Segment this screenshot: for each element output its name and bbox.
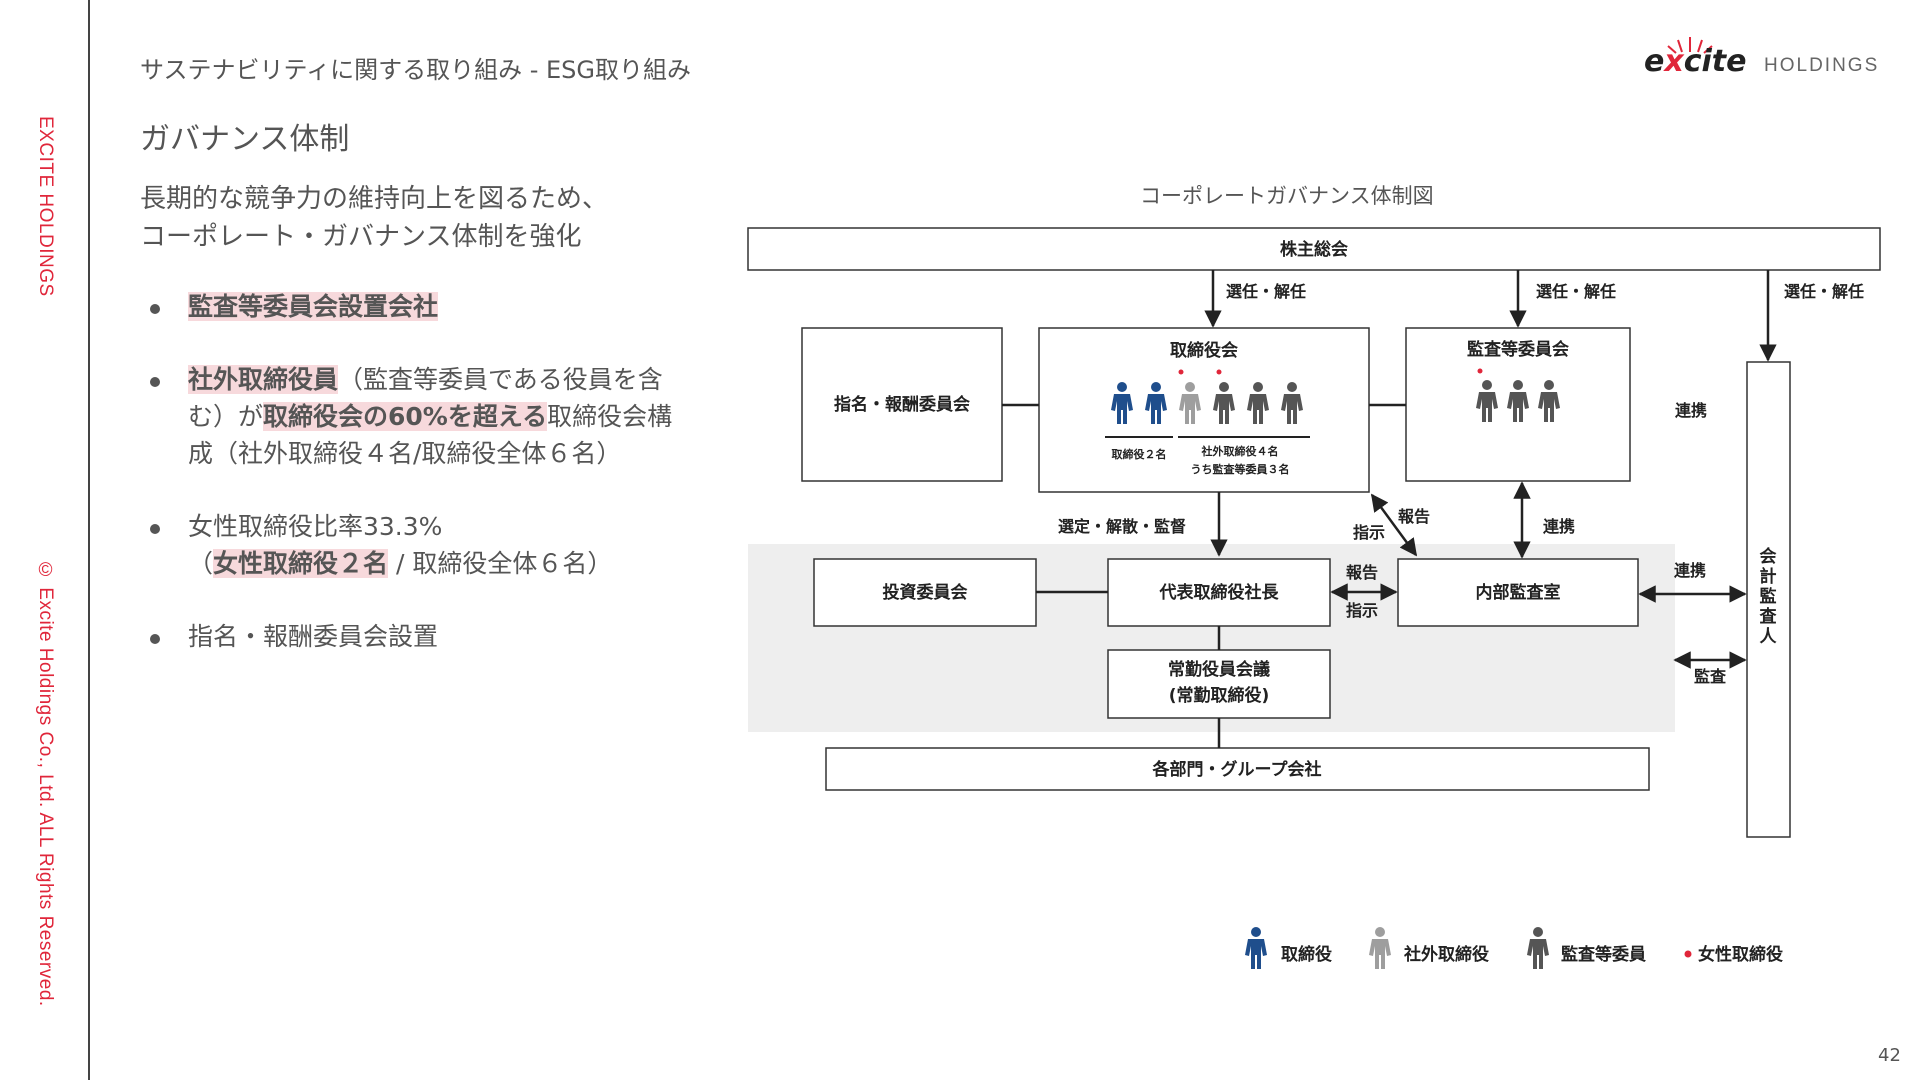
company-logo: excite HOLDINGS — [1640, 37, 1880, 90]
bullet-text: （ — [188, 549, 214, 578]
president-label: 代表取締役社長 — [1159, 582, 1280, 603]
audit-committee-label: 監査等委員会 — [1467, 339, 1569, 360]
sidebar-copyright: © Excite Holdings Co., Ltd. ALL Rights R… — [35, 560, 56, 1007]
bullet-dot-icon — [150, 377, 160, 387]
board-directors-label: 取締役２名 — [1112, 447, 1167, 461]
audit-committee-members — [1476, 368, 1560, 422]
logo-cite: cite — [1683, 44, 1747, 79]
female-marker-icon — [1178, 369, 1184, 375]
legend: 取締役 社外取締役 監査等委員 女性取締役 — [1245, 927, 1783, 969]
bullet-dot-icon — [150, 524, 160, 534]
sidebar-divider — [88, 0, 90, 1080]
nomination-committee-label: 指名・報酬委員会 — [834, 394, 970, 415]
auditor-char-3: 監 — [1760, 586, 1777, 607]
bullet-audit-committee: 監査等委員会設置会社 — [148, 288, 678, 325]
legend-director-icon — [1245, 927, 1267, 969]
bullet-text: 取締役会構成（社外取締役４名/取締役全体６名） — [188, 402, 673, 468]
bullet-text: 女性取締役比率33.3% — [188, 512, 443, 541]
departments-box — [825, 747, 1650, 791]
shiji-label-2: 指示 — [1346, 601, 1378, 620]
page-number: 42 — [1878, 1045, 1901, 1066]
bullet-highlight: 社外取締役員 — [188, 365, 339, 394]
board-members: 取締役２名 社外取締役４名 うち監査等委員３名 — [1105, 369, 1310, 476]
breadcrumb: サステナビリティに関する取り組み - ESG取り組み — [140, 56, 691, 84]
bullet-highlight: 監査等委員会設置会社 — [188, 292, 439, 321]
board-outside-sub-label: うち監査等委員３名 — [1191, 462, 1290, 476]
auditor-char-2: 計 — [1760, 566, 1777, 587]
bullet-text: 指名・報酬委員会設置 — [188, 622, 439, 651]
houkoku-label-1: 報告 — [1398, 507, 1430, 526]
legend-outside-label: 社外取締役 — [1403, 944, 1489, 965]
auditor-char-5: 人 — [1760, 627, 1778, 647]
auditor-char-1: 会 — [1760, 546, 1777, 567]
exec-meeting-label-2: (常勤取締役) — [1169, 685, 1270, 706]
shareholders-box — [747, 227, 1881, 271]
logo-sparks-icon — [1667, 37, 1713, 54]
bullet-dot-icon — [150, 304, 160, 314]
diagram-title: コーポレートガバナンス体制図 — [1140, 184, 1434, 208]
board-outside-label: 社外取締役４名 — [1201, 444, 1279, 458]
female-marker-icon — [1216, 369, 1222, 375]
bullet-text: / 取締役全体６名） — [388, 549, 613, 578]
bullet-nomination-committee: 指名・報酬委員会設置 — [148, 618, 678, 655]
bullet-female-ratio: 女性取締役比率33.3% （女性取締役２名 / 取締役全体６名） — [148, 508, 678, 582]
elect-label-1: 選任・解任 — [1226, 282, 1306, 301]
investment-committee-label: 投資委員会 — [883, 582, 968, 603]
lead-line-1: 長期的な競争力の維持向上を図るため、 — [140, 184, 609, 214]
legend-director-label: 取締役 — [1281, 944, 1332, 965]
internal-audit-label: 内部監査室 — [1476, 582, 1561, 603]
bullet-outside-directors: 社外取締役員（監査等委員である役員を含む）が取締役会の60%を超える取締役会構成… — [148, 361, 678, 472]
logo-e: e — [1644, 44, 1665, 79]
bullet-highlight: 女性取締役２名 — [213, 549, 389, 578]
appoint-label: 選定・解散・監督 — [1058, 517, 1186, 536]
governance-bullets: 監査等委員会設置会社 社外取締役員（監査等委員である役員を含む）が取締役会の60… — [148, 288, 678, 655]
internal-audit-box — [1397, 558, 1639, 627]
investment-committee-box — [813, 558, 1037, 627]
president-box — [1107, 558, 1331, 627]
auditor-char-4: 査 — [1759, 606, 1778, 627]
legend-audit-member-icon — [1527, 927, 1549, 969]
sidebar-company-name: EXCITE HOLDINGS — [35, 116, 56, 297]
lead-text: 長期的な競争力の維持向上を図るため、 コーポレート・ガバナンス体制を強化 — [140, 180, 608, 256]
bullet-dot-icon — [150, 634, 160, 644]
auditor-box — [1746, 361, 1791, 838]
legend-audit-member-label: 監査等委員 — [1561, 944, 1646, 965]
legend-female-label: 女性取締役 — [1698, 944, 1783, 965]
bullet-highlight: 取締役会の60%を超える — [263, 402, 548, 431]
nomination-committee-box — [801, 327, 1003, 482]
board-label: 取締役会 — [1170, 340, 1238, 361]
departments-label: 各部門・グループ会社 — [1152, 759, 1322, 780]
renkei-right-label: 連携 — [1675, 401, 1707, 420]
logo-holdings: HOLDINGS — [1764, 55, 1880, 76]
female-marker-icon — [1477, 368, 1483, 374]
renkei-mid-label: 連携 — [1543, 517, 1575, 536]
section-title: ガバナンス体制 — [140, 122, 350, 157]
renkei-ext-label: 連携 — [1674, 561, 1706, 580]
bullet-line-2: （女性取締役２名 / 取締役全体６名） — [188, 545, 678, 582]
legend-outside-icon — [1369, 927, 1391, 969]
bullet-text: （監査等委員である役員を含む）が — [188, 365, 663, 431]
logo-x: x — [1664, 44, 1684, 79]
houkoku-label-2: 報告 — [1346, 563, 1378, 582]
elect-label-2: 選任・解任 — [1536, 282, 1616, 301]
kansa-label: 監査 — [1694, 667, 1726, 686]
shareholders-label: 株主総会 — [1280, 239, 1348, 260]
legend-female-icon — [1684, 950, 1692, 958]
exec-meeting-label-1: 常勤役員会議 — [1168, 659, 1270, 680]
shiji-label-1: 指示 — [1353, 523, 1385, 542]
lead-line-2: コーポレート・ガバナンス体制を強化 — [140, 222, 582, 252]
board-box — [1038, 327, 1370, 493]
elect-label-3: 選任・解任 — [1784, 282, 1864, 301]
